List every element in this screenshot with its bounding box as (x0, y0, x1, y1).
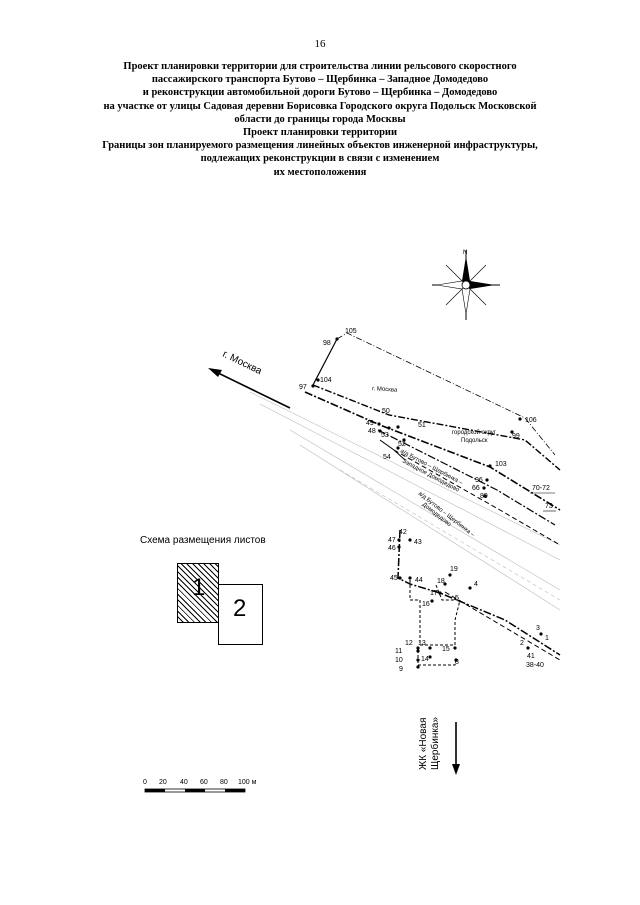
road-label: а/д Бутово – Щербинка – (417, 491, 476, 539)
heading-line: Проект планировки территории для строите… (123, 61, 517, 72)
area-label-podolsk: Подольск (461, 438, 488, 444)
point-label: 10 (395, 657, 403, 664)
heading-line: Границы зон планируемого размещения лине… (102, 140, 538, 152)
point-markers: 105 98 104 97 50 49 48 53 51 52 54 106 9… (299, 328, 556, 673)
point-label: 47 (388, 537, 396, 544)
page-number: 16 (314, 38, 326, 50)
point-label: 70-72 (532, 485, 550, 492)
point-label: 44 (415, 577, 423, 584)
point-label: 13 (418, 640, 426, 647)
heading-line: и реконструкции автомобильной дороги Бут… (142, 87, 498, 99)
point-label: 51 (418, 422, 426, 429)
point-label: 89 (480, 493, 488, 500)
scale-bar: 0 20 40 60 80 100 м (143, 779, 257, 793)
point-label: 73 (545, 503, 553, 510)
scale-label: 80 (220, 779, 228, 786)
compass-north-label: N (463, 250, 467, 256)
point-label: 99 (512, 433, 520, 440)
sheet-1-label: 1 (192, 574, 206, 601)
point-label: 5 (455, 595, 459, 602)
area-label-podolsk: городской округ (452, 429, 497, 436)
point-label: 98 (323, 340, 331, 347)
destination-label-line2: Щербинка» (429, 717, 441, 770)
heading-line: пассажирского транспорта Бутово – Щербин… (151, 74, 489, 86)
scheme-title: Схема размещения листов (140, 535, 266, 546)
point-label: 50 (382, 408, 390, 415)
scale-label: 60 (200, 779, 208, 786)
area-label-moscow: г. Москва (372, 386, 398, 394)
point-label: 4 (474, 581, 478, 588)
point-label: 38-40 (526, 662, 544, 669)
point-label: 14 (421, 656, 429, 663)
heading-line: области до границы города Москвы (234, 113, 406, 125)
point-label: 53 (381, 432, 389, 439)
point-label: 18 (437, 578, 445, 585)
heading-line: их местоположения (273, 166, 367, 178)
point-label: 96 (475, 477, 483, 484)
point-label: 66 (472, 485, 480, 492)
moscow-direction-arrow: г. Москва (208, 349, 291, 409)
point-label: 19 (450, 566, 458, 573)
direction-label: г. Москва (221, 349, 264, 378)
point-label: 43 (414, 539, 422, 546)
point-label: 3 (536, 625, 540, 632)
point-label: 15 (442, 646, 450, 653)
point-label: 46 (388, 545, 396, 552)
point-label: 48 (368, 428, 376, 435)
point-label: 17 (430, 590, 438, 597)
scale-label: 0 (143, 779, 147, 786)
point-label: 12 (405, 640, 413, 647)
sheet-2-label: 2 (233, 595, 247, 622)
point-label: 97 (299, 384, 307, 391)
sheet-2-box: 2 (218, 584, 263, 645)
point-label: 1 (545, 635, 549, 642)
point-label: 104 (320, 377, 332, 384)
point-label: 16 (422, 601, 430, 608)
sheet-1-box: 1 (177, 563, 219, 623)
point-label: 2 (520, 640, 524, 647)
heading-line: на участке от улицы Садовая деревни Бори… (103, 100, 537, 112)
point-label: 105 (345, 328, 357, 335)
point-label: 45 (390, 575, 398, 582)
point-label: 42 (399, 529, 407, 536)
destination-label-line1: ЖК «Новая (418, 718, 429, 770)
point-label: 41 (527, 653, 535, 660)
scale-label: 100 м (238, 779, 257, 786)
heading-line: Проект планировки территории (242, 127, 398, 139)
heading-line: подлежащих реконструкции в связи с измен… (200, 153, 440, 165)
compass-rose-icon: N (432, 250, 500, 320)
point-label: 8 (455, 659, 459, 666)
point-label: 103 (495, 461, 507, 468)
point-label: 52 (398, 441, 406, 448)
page-heading: Проект планировки территории для строите… (40, 60, 600, 179)
point-label: 106 (525, 417, 537, 424)
point-label: 49 (366, 420, 374, 427)
point-label: 9 (399, 666, 403, 673)
point-label: 11 (395, 648, 402, 655)
scale-label: 20 (159, 779, 167, 786)
point-label: 54 (383, 454, 391, 461)
scale-label: 40 (180, 779, 188, 786)
destination-arrow (452, 722, 460, 775)
